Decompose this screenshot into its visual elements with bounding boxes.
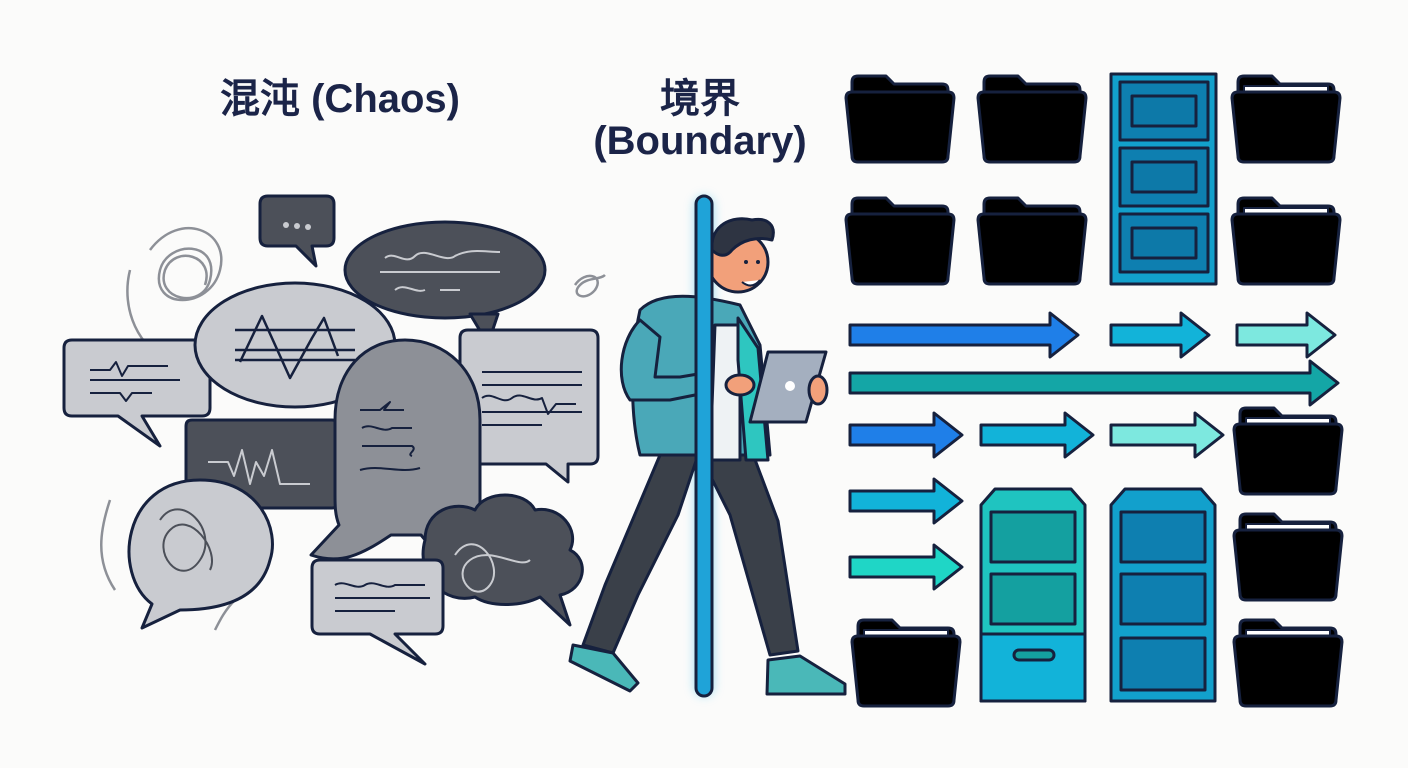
folder-icon	[1230, 74, 1342, 164]
arrow-right-icon	[1109, 411, 1225, 459]
arrow-right-icon	[979, 411, 1095, 459]
chaos-cluster	[62, 194, 606, 666]
boundary-pole	[694, 194, 714, 698]
shoe-right-icon	[765, 654, 847, 696]
drawer-cabinet-icon	[1109, 72, 1218, 286]
speech-bubble-scribble	[127, 478, 274, 630]
shelf-cabinet-icon	[979, 487, 1087, 703]
speech-bubble-cloud	[421, 493, 584, 627]
speech-bubble-dark-oval	[343, 220, 547, 346]
speech-bubble-right	[458, 328, 600, 484]
arrow-right-icon	[848, 359, 1340, 407]
typing-bubble	[258, 194, 336, 268]
arrow-right-icon	[1109, 311, 1211, 359]
folder-icon	[844, 74, 956, 164]
arrow-right-icon	[848, 411, 964, 459]
boundary-title: 境界 (Boundary)	[570, 78, 830, 162]
folder-icon	[850, 618, 962, 708]
arrow-right-icon	[848, 543, 964, 591]
folder-icon	[1232, 618, 1344, 708]
folder-icon	[1232, 512, 1344, 602]
arrow-right-icon	[1235, 311, 1337, 359]
folder-icon	[976, 74, 1088, 164]
boundary-title-cjk: 境界	[660, 77, 740, 121]
arrow-right-icon	[848, 311, 1080, 359]
folder-icon	[1232, 406, 1344, 496]
order-grid: .f-blue .tab{fill:#165fb5}.f-blue .body{…	[844, 72, 1344, 708]
shoe-left-icon	[568, 643, 640, 693]
arrows	[848, 311, 1340, 591]
boundary-title-en: (Boundary)	[593, 119, 807, 163]
shelf-cabinet-icon	[1109, 487, 1217, 703]
chaos-title: 混沌 (Chaos)	[220, 77, 460, 121]
folder-icon	[1230, 196, 1342, 286]
folder-icon	[976, 196, 1088, 286]
boundary-scene	[568, 194, 847, 698]
speech-bubble-bottom	[310, 558, 445, 666]
arrow-right-icon	[848, 477, 964, 525]
folder-icon	[844, 196, 956, 286]
